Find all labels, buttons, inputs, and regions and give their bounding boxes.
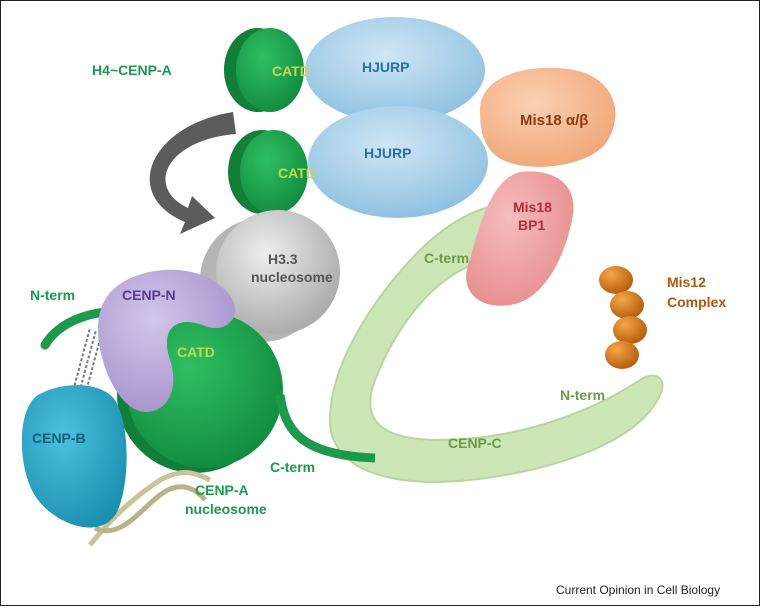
label-cterm-cenpa: C-term — [270, 459, 315, 475]
label-mis18bp1-line2: BP1 — [518, 217, 545, 233]
hjurp-mid-shape — [308, 106, 488, 218]
dna-strand-a — [88, 470, 212, 547]
label-mis12-line1: Mis12 — [667, 274, 706, 290]
label-h33-line1: H3.3 — [268, 251, 298, 267]
label-h33-line2: nucleosome — [251, 269, 333, 285]
cenpa-cterm-tail — [275, 394, 376, 463]
label-catd-nuc: CATD — [177, 344, 215, 360]
incorporation-arrow — [149, 112, 236, 234]
label-catd-mid: CATD — [278, 165, 316, 181]
mis18bp1-shape — [466, 171, 574, 306]
mis12-bead-2 — [610, 291, 644, 319]
label-catd-top: CATD — [272, 63, 310, 79]
label-mis12-line2: Complex — [667, 294, 726, 310]
mis12-bead-3 — [613, 316, 647, 344]
label-cenp-n: CENP-N — [122, 287, 176, 303]
dna-strand-b — [93, 484, 207, 534]
cenpa-top-shape — [236, 28, 304, 112]
label-cenp-b: CENP-B — [32, 430, 86, 446]
label-nterm-cenpc: N-term — [560, 387, 605, 403]
h33-shape — [216, 210, 340, 334]
label-h4-cenpa: H4~CENP-A — [92, 62, 172, 78]
label-nterm-left: N-term — [30, 287, 75, 303]
label-mis18ab: Mis18 α/β — [520, 112, 588, 129]
label-cenp-c: CENP-C — [448, 435, 502, 451]
hjurp-top-shape — [305, 17, 485, 123]
label-cterm-cenpc: C-term — [424, 250, 469, 266]
mis18ab-shape — [480, 67, 616, 167]
mis12-bead-4 — [605, 341, 639, 369]
label-hjurp-mid: HJURP — [364, 145, 411, 161]
cenp-c-shape — [328, 203, 664, 483]
cenpa-mid-shape — [240, 130, 308, 214]
label-cenpa-line2: nucleosome — [185, 501, 267, 517]
label-cenpa-line1: CENP-A — [195, 482, 249, 498]
cenp-n-shape — [98, 269, 236, 413]
figure-caption: Current Opinion in Cell Biology — [556, 583, 720, 597]
cenp-b-shape — [21, 385, 127, 528]
label-hjurp-top: HJURP — [362, 59, 409, 75]
label-mis18bp1-line1: Mis18 — [513, 199, 552, 215]
mis12-bead-1 — [599, 266, 633, 294]
